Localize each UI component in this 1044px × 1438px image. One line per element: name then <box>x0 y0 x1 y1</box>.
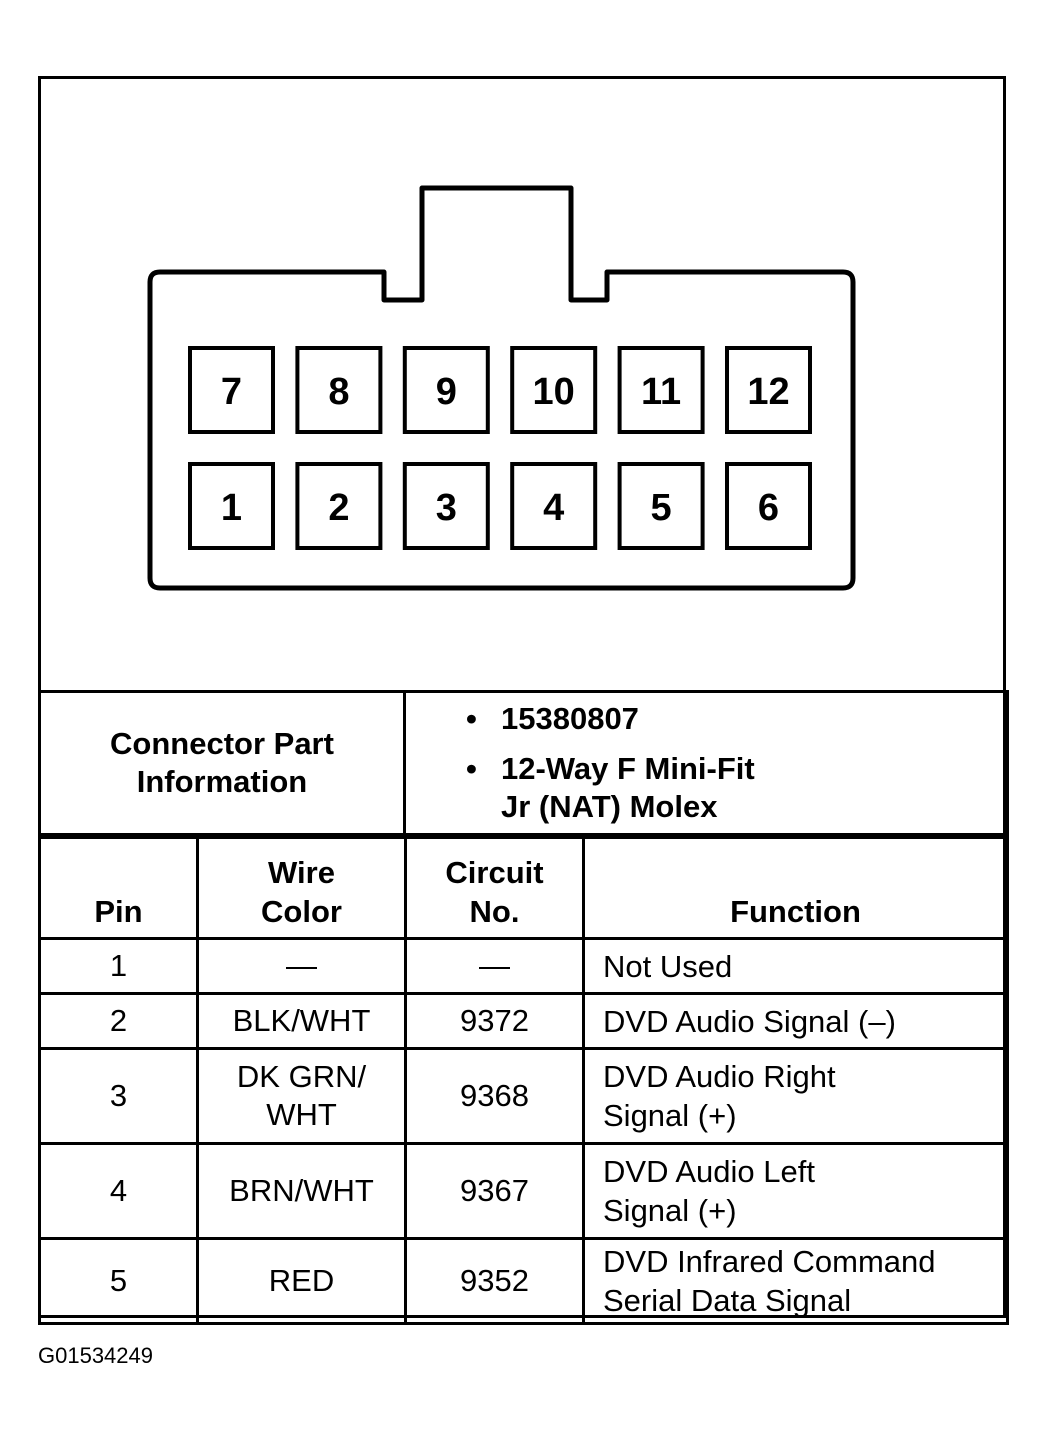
wire-color-cell: — <box>196 937 407 995</box>
function-cell: DVD Audio Signal (–) <box>582 992 1009 1050</box>
header-circuit-no: Circuit No. <box>404 836 585 940</box>
pin-number-4: 4 <box>543 487 564 529</box>
connector-description-line2: Jr (NAT) Molex <box>501 789 718 824</box>
pin-row-top: 7 8 9 10 11 12 <box>188 346 812 434</box>
connector-description-item: • 12-Way F Mini-Fit Jr (NAT) Molex <box>406 750 1006 826</box>
pin-number-5: 5 <box>651 487 672 529</box>
header-function: Function <box>582 836 1009 940</box>
pin-cavity-6 <box>725 462 812 550</box>
pin-cavity-4 <box>510 462 598 550</box>
pin-cavity-2 <box>295 462 383 550</box>
connector-part-info-details: • 15380807 • 12-Way F Mini-Fit Jr (NAT) … <box>403 690 1009 836</box>
pin-number-6: 6 <box>758 487 779 529</box>
pinout-table: Pin Wire Color Circuit No. Function 1——N… <box>38 836 1009 1325</box>
info-label-line1: Connector Part <box>110 726 334 761</box>
part-number: 15380807 <box>501 701 639 736</box>
pin-cell: 2 <box>38 992 199 1050</box>
table-row: 1——Not Used <box>38 937 1009 995</box>
pin-number-7: 7 <box>221 371 242 413</box>
function-cell: Not Used <box>582 937 1009 995</box>
pin-cavity-8 <box>295 346 383 434</box>
connector-part-info-label: Connector Part Information <box>38 690 406 836</box>
pin-number-10: 10 <box>533 371 575 413</box>
pin-cell: 4 <box>38 1142 199 1240</box>
bullet: • <box>466 701 477 736</box>
pin-number-1: 1 <box>221 487 242 529</box>
header-wire-color: Wire Color <box>196 836 407 940</box>
circuit-cell: 9352 <box>404 1237 585 1325</box>
pin-cavity-3 <box>402 462 490 550</box>
pin-cavity-11 <box>617 346 705 434</box>
wire-color-cell: BLK/WHT <box>196 992 407 1050</box>
pin-number-8: 8 <box>328 371 349 413</box>
pinout-header-row: Pin Wire Color Circuit No. Function <box>38 836 1009 940</box>
pin-cavity-5 <box>617 462 705 550</box>
pin-number-3: 3 <box>436 487 457 529</box>
part-number-item: • 15380807 <box>406 700 1006 738</box>
pin-cell: 3 <box>38 1047 199 1145</box>
wire-color-cell: BRN/WHT <box>196 1142 407 1240</box>
pin-cavity-1 <box>188 462 275 550</box>
pin-cell: 1 <box>38 937 199 995</box>
wire-color-cell: DK GRN/WHT <box>196 1047 407 1145</box>
pin-number-11: 11 <box>641 371 681 413</box>
connector-part-info-table: Connector Part Information • 15380807 • … <box>38 690 1009 836</box>
info-label-line2: Information <box>136 764 308 799</box>
pin-cavity-7 <box>188 346 275 434</box>
circuit-cell: — <box>404 937 585 995</box>
connector-housing <box>147 185 856 591</box>
circuit-cell: 9372 <box>404 992 585 1050</box>
pin-cavity-9 <box>402 346 490 434</box>
pin-cell: 5 <box>38 1237 199 1325</box>
connector-description-line1: 12-Way F Mini-Fit <box>501 751 755 786</box>
circuit-cell: 9367 <box>404 1142 585 1240</box>
document-code: G01534249 <box>38 1343 153 1368</box>
pin-number-12: 12 <box>747 371 789 413</box>
pin-row-bottom: 1 2 3 4 5 6 <box>188 462 812 550</box>
bullet: • <box>466 751 477 786</box>
circuit-cell: 9368 <box>404 1047 585 1145</box>
pin-cavity-10 <box>510 346 598 434</box>
pin-number-2: 2 <box>328 487 349 529</box>
pin-cavity-12 <box>725 346 812 434</box>
pin-number-9: 9 <box>436 371 457 413</box>
wire-color-cell: RED <box>196 1237 407 1325</box>
header-pin: Pin <box>38 836 199 940</box>
